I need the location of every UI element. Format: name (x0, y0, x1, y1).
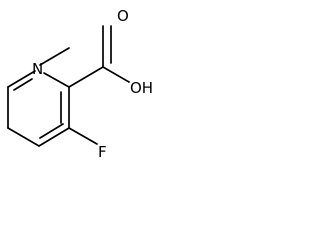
bond-c4-c3 (38, 127, 70, 147)
hydroxyl-label: OH (130, 79, 153, 97)
bond-c3-f (68, 127, 98, 145)
bond-c2-n1-ring (43, 72, 70, 88)
oxygen-carbonyl-label: O (117, 7, 129, 25)
bond-n1-c6-inner (13, 78, 33, 91)
bond-c5-c4 (7, 127, 40, 147)
structure-diagram: N O OH F (7, 7, 153, 161)
fluorine-label: F (98, 143, 107, 161)
bond-n1-c6 (7, 70, 36, 88)
bond-c2-carboxyl (68, 66, 104, 88)
bond-c-oh (102, 66, 130, 83)
bond-c2-n1 (39, 47, 70, 66)
bond-c4-c3-inner (39, 123, 64, 139)
nitrogen-label: N (32, 60, 43, 78)
